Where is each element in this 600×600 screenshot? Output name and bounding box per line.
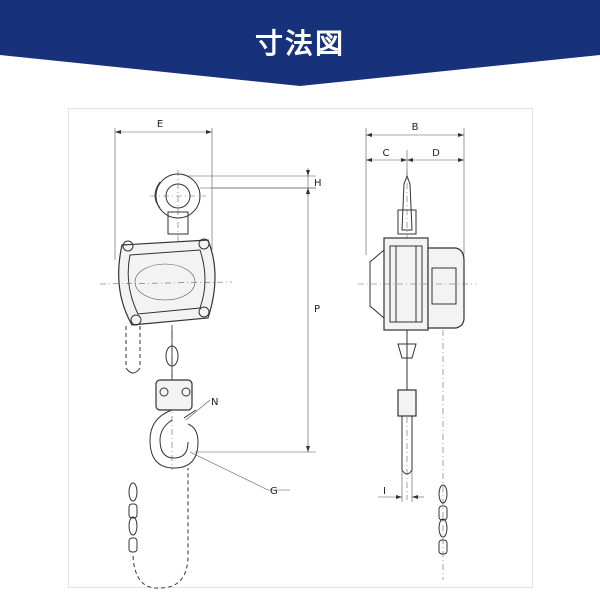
- front-view: E H P: [99, 119, 322, 589]
- bottom-hook-block: [155, 379, 193, 411]
- dim-label-n: N: [211, 397, 218, 408]
- bottom-hook: [149, 409, 199, 469]
- dim-label-c: C: [383, 148, 390, 159]
- hand-chain-side: [438, 484, 448, 555]
- drawing-frame: [68, 108, 533, 588]
- dim-label-e: E: [157, 119, 163, 130]
- dim-label-d: D: [432, 148, 440, 159]
- hand-chain: [128, 482, 138, 553]
- dim-label-h: H: [314, 178, 322, 189]
- page-title: 寸法図: [254, 27, 345, 60]
- bottom-block-side: [397, 389, 417, 417]
- dim-label-p: P: [314, 304, 320, 315]
- side-view: B C D I: [358, 122, 476, 580]
- dim-label-b: B: [412, 122, 419, 133]
- dim-label-i: I: [383, 486, 386, 497]
- wheel-cover: [427, 247, 465, 329]
- dim-label-g: G: [270, 486, 278, 497]
- header-banner: 寸法図: [0, 0, 600, 90]
- top-hook-side: [401, 174, 413, 231]
- hoist-body: [118, 239, 216, 326]
- banner-shape: [0, 0, 600, 86]
